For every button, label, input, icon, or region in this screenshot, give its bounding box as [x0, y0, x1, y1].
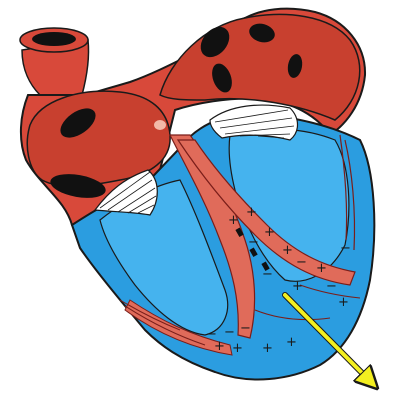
negative-sign: − [262, 267, 273, 282]
positive-sign: + [282, 243, 293, 258]
aorta [20, 28, 89, 95]
positive-sign: + [246, 205, 257, 220]
negative-sign: − [296, 255, 307, 270]
negative-sign: − [206, 327, 217, 342]
positive-sign: + [316, 261, 327, 276]
positive-sign: + [228, 213, 239, 228]
aorta-opening [32, 32, 76, 46]
negative-sign: − [224, 325, 235, 340]
sa-node [154, 120, 166, 130]
positive-sign: + [232, 341, 243, 356]
positive-sign: + [264, 225, 275, 240]
mitral-valve [210, 105, 298, 140]
positive-sign: + [262, 341, 273, 356]
negative-sign: − [240, 321, 251, 336]
negative-sign: − [340, 241, 351, 256]
negative-sign: − [326, 279, 337, 294]
positive-sign: + [286, 335, 297, 350]
positive-sign: + [292, 279, 303, 294]
positive-sign: + [338, 295, 349, 310]
negative-sign: − [248, 235, 259, 250]
